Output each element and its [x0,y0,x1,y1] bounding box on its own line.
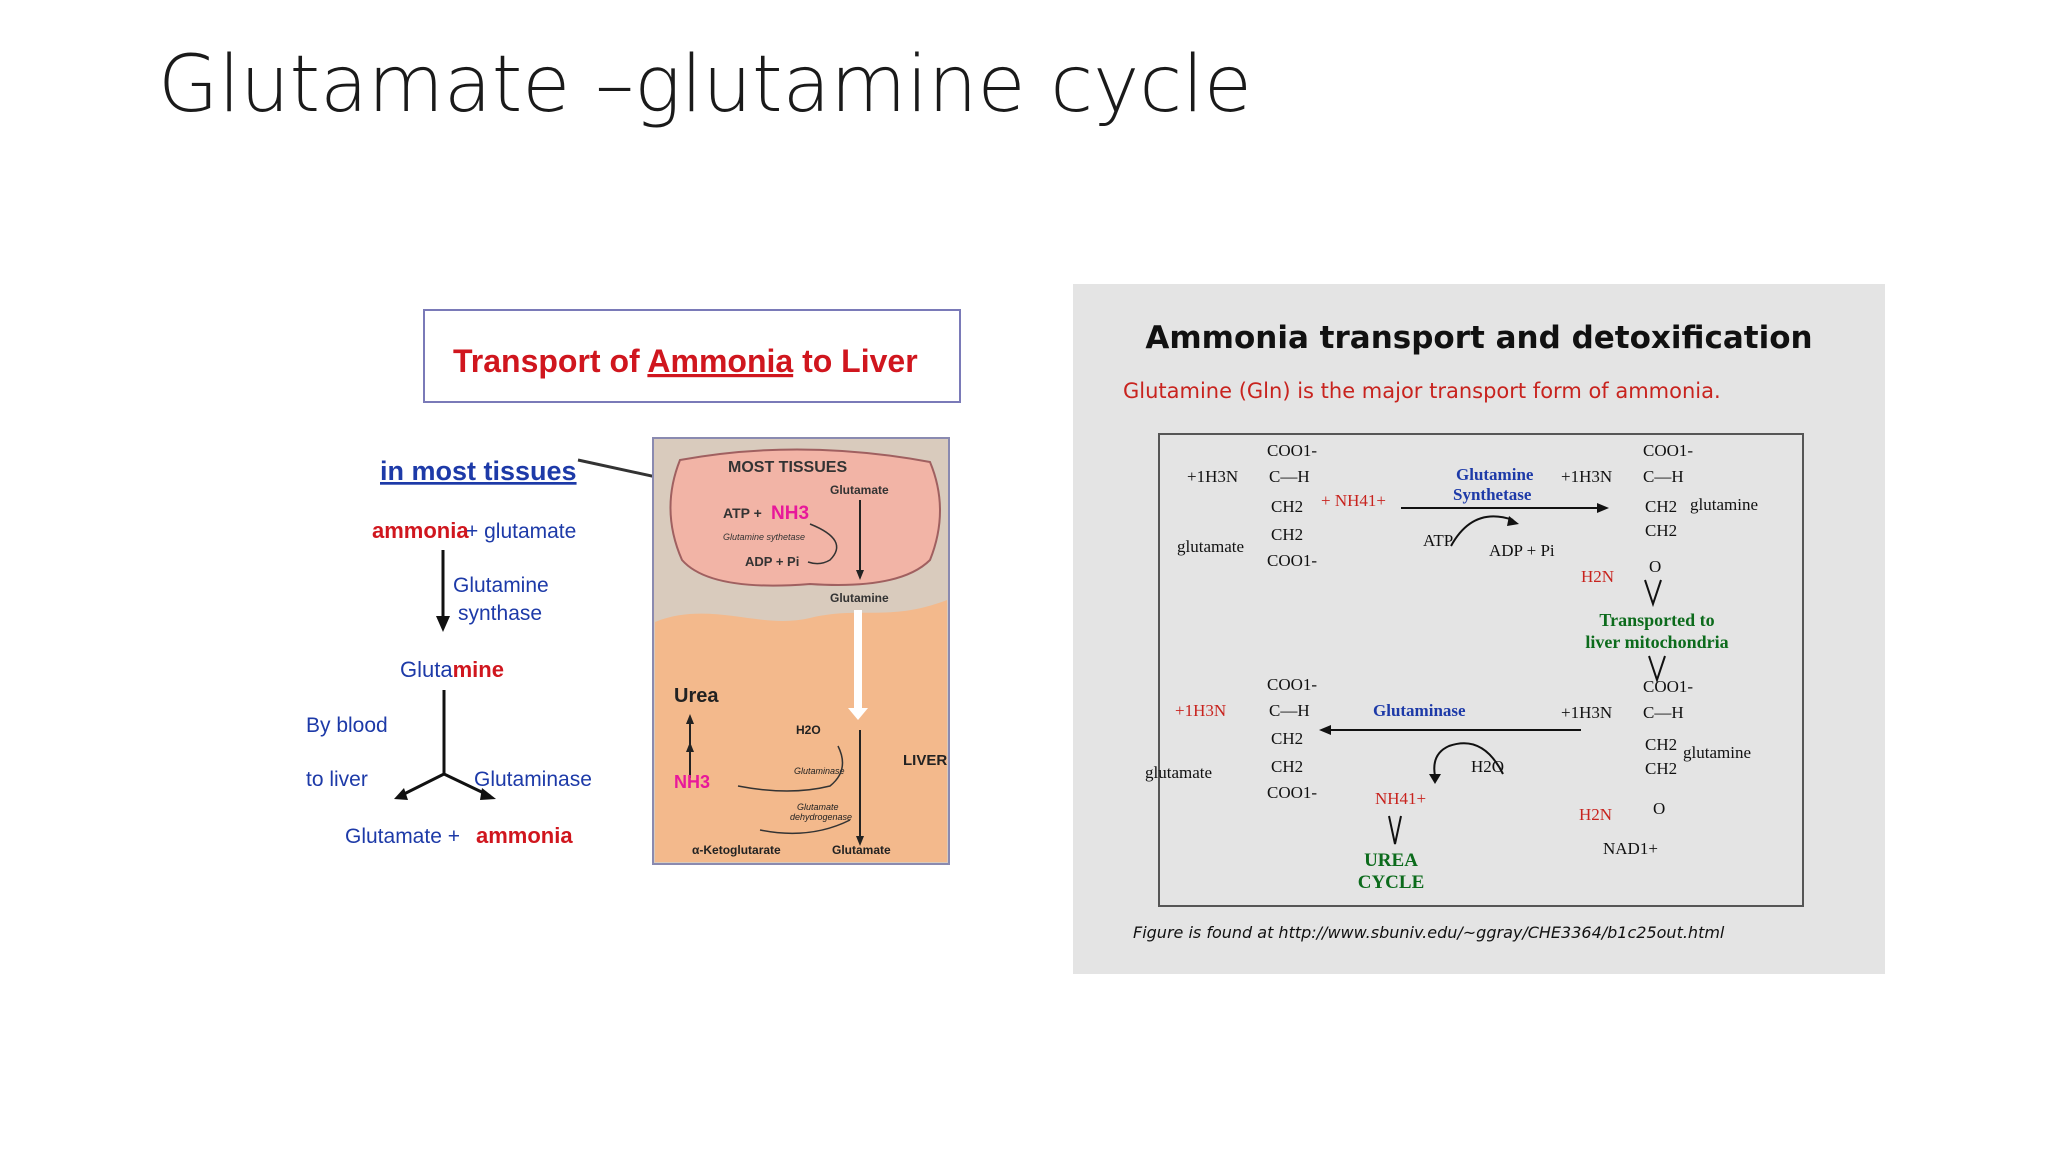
in-most-tissues-label: in most tissues [380,456,577,486]
to-liver-label: to liver [306,768,368,791]
svg-text:CYCLE: CYCLE [1358,872,1425,893]
svg-text:UREA: UREA [1364,850,1418,871]
svg-text:COO1-: COO1- [1267,441,1317,460]
svg-text:+1H3N: +1H3N [1561,703,1612,722]
svg-text:CH2: CH2 [1645,521,1677,540]
svg-text:H2O: H2O [796,723,821,737]
svg-text:α-Ketoglutarate: α-Ketoglutarate [692,843,781,857]
glutamate-plus-label: Glutamate + [345,825,460,848]
svg-text:O: O [1653,799,1665,818]
svg-text:COO1-: COO1- [1643,441,1693,460]
svg-text:ATP +: ATP + [723,505,762,521]
svg-text:H2N: H2N [1581,567,1614,586]
right-subheading: Glutamine (Gln) is the major transport f… [1123,379,1721,403]
top-reaction: COO1- +1H3N C—H CH2 CH2 COO1- glutamate … [1177,441,1758,608]
glutaminase-label: Glutaminase [474,768,592,791]
by-blood-label: By blood [306,714,388,737]
svg-text:glutamine: glutamine [1690,495,1758,514]
svg-text:Glutamate: Glutamate [830,483,889,497]
tissue-liver-inset: MOST TISSUES Glutamate ATP + NH3 Glutami… [652,437,950,865]
svg-text:Glutamate: Glutamate [832,843,891,857]
svg-text:dehydrogenase: dehydrogenase [790,812,852,822]
svg-text:glutamate: glutamate [1177,537,1244,556]
bottom-reaction: COO1- +1H3N C—H CH2 CH2 COO1- glutamate … [1145,675,1751,893]
transported-label-2: liver mitochondria [1585,632,1728,652]
ammonia-label: ammonia [372,518,469,543]
glutamine-synthase-1: Glutamine [453,574,549,597]
transported-label-1: Transported to [1599,610,1714,630]
svg-text:Glutamine sythetase: Glutamine sythetase [723,532,805,542]
svg-text:+1H3N: +1H3N [1561,467,1612,486]
svg-text:H2N: H2N [1579,805,1612,824]
right-heading: Ammonia transport and detoxification [1145,320,1812,356]
svg-text:Glutaminase: Glutaminase [1373,701,1466,720]
svg-text:ADP + Pi: ADP + Pi [745,554,799,569]
left-figure: Transport of Ammonia to Liver in most ti… [306,309,961,865]
ammonia-product-label: ammonia [476,823,573,848]
svg-text:COO1-: COO1- [1267,551,1317,570]
svg-text:COO1-: COO1- [1267,783,1317,802]
svg-text:NH41+: NH41+ [1375,789,1426,808]
banner-box [423,309,961,403]
svg-text:Urea: Urea [674,685,719,707]
svg-text:CH2: CH2 [1271,525,1303,544]
svg-text:CH2: CH2 [1645,759,1677,778]
svg-text:C—H: C—H [1643,467,1684,486]
svg-text:glutamate: glutamate [1145,763,1212,782]
svg-text:ATP: ATP [1423,531,1453,550]
svg-text:CH2: CH2 [1271,497,1303,516]
glutamine-label: Glutamine [400,657,504,682]
most-tissues-label: MOST TISSUES [728,459,847,476]
svg-text:LIVER: LIVER [903,752,947,769]
svg-text:Glutaminase: Glutaminase [794,766,845,776]
figure-source: Figure is found at http://www.sbuniv.edu… [1133,923,1725,942]
svg-text:C—H: C—H [1643,703,1684,722]
svg-text:C—H: C—H [1269,701,1310,720]
svg-text:NH3: NH3 [771,503,809,524]
svg-text:Glutamate: Glutamate [797,802,839,812]
svg-text:CH2: CH2 [1271,757,1303,776]
svg-text:H2O: H2O [1471,757,1504,776]
svg-text:CH2: CH2 [1271,729,1303,748]
svg-text:CH2: CH2 [1645,735,1677,754]
reaction-box [1158,433,1804,907]
svg-text:Glutamine: Glutamine [1456,465,1534,484]
banner-title: Transport of Ammonia to Liver [453,343,918,379]
liver-region [655,600,947,862]
svg-text:+1H3N: +1H3N [1187,467,1238,486]
svg-text:C—H: C—H [1269,467,1310,486]
svg-text:COO1-: COO1- [1267,675,1317,694]
right-figure-bg [1073,284,1885,974]
svg-text:ADP + Pi: ADP + Pi [1489,541,1555,560]
svg-text:+1H3N: +1H3N [1175,701,1226,720]
svg-text:Synthetase: Synthetase [1453,485,1532,504]
svg-text:+ NH41+: + NH41+ [1321,491,1386,510]
svg-text:NAD1+: NAD1+ [1603,839,1658,858]
right-figure: Ammonia transport and detoxification Glu… [1073,284,1885,974]
svg-text:glutamine: glutamine [1683,743,1751,762]
svg-text:O: O [1649,557,1661,576]
glutamine-synthase-2: synthase [458,602,542,625]
slide-title: Glutamate –glutamine cycle [158,40,1252,130]
svg-text:Glutamine: Glutamine [830,591,889,605]
svg-text:NH3: NH3 [674,772,710,792]
tissue-cell [669,448,941,587]
svg-text:COO1-: COO1- [1643,677,1693,696]
svg-text:CH2: CH2 [1645,497,1677,516]
plus-glutamate-label: + glutamate [466,520,576,543]
